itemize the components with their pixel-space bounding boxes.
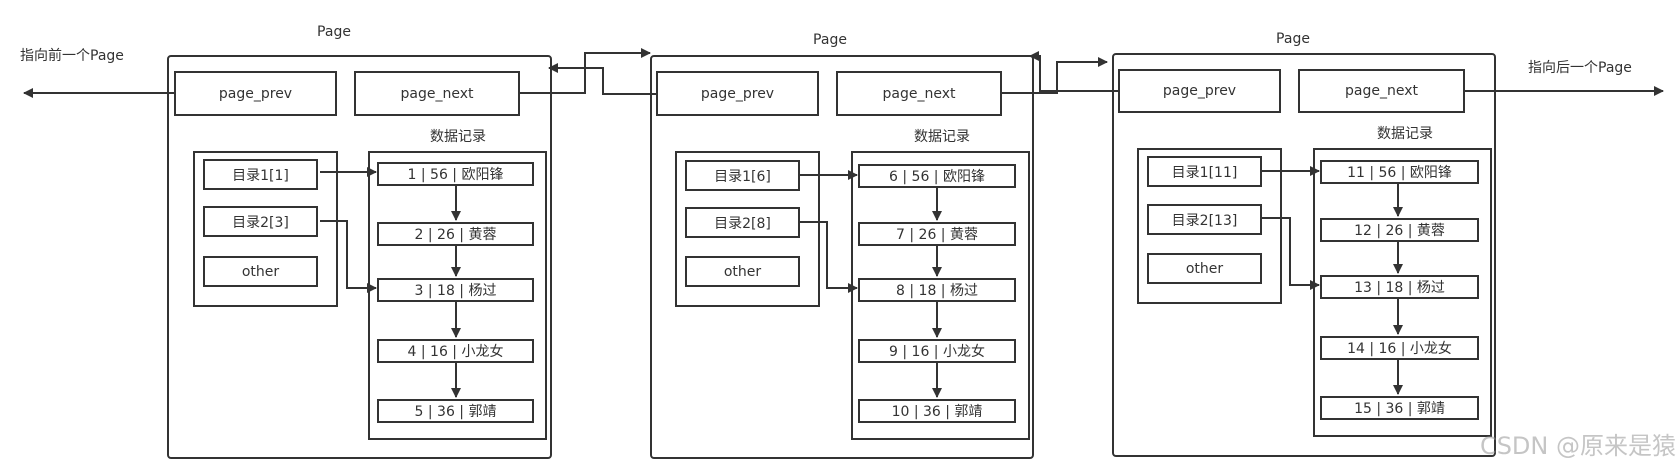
record-row: 2 | 26 | 黄蓉 <box>377 222 534 246</box>
page1-next-to-page2-arrow <box>520 48 651 94</box>
page-next-field: page_next <box>1298 69 1465 113</box>
page-prev-field: page_prev <box>1118 69 1281 113</box>
record-row: 11 | 56 | 欧阳锋 <box>1320 160 1479 184</box>
record-row: 8 | 18 | 杨过 <box>858 278 1016 302</box>
page-2-arrows <box>800 170 942 398</box>
records-title: 数据记录 <box>430 129 486 145</box>
records-frame <box>368 151 547 440</box>
directory-other-slot: other <box>203 256 318 287</box>
watermark: CSDN @原来是猿 <box>1479 432 1676 460</box>
page-title: Page <box>1276 31 1310 47</box>
directory-frame <box>193 151 338 307</box>
dir2-to-record3-arrow <box>320 220 377 293</box>
directory-slot: 目录1[1] <box>203 159 318 190</box>
page3-prev-to-page2-arrow <box>1029 51 1118 92</box>
record-row: 6 | 56 | 欧阳锋 <box>858 164 1016 188</box>
record-row: 13 | 18 | 杨过 <box>1320 275 1479 299</box>
directory-slot: 目录1[6] <box>685 160 800 191</box>
next-page-pointer-label: 指向后一个Page <box>1528 60 1632 76</box>
page-next-field: page_next <box>354 71 520 116</box>
records-frame <box>1313 148 1492 437</box>
page2-next-to-page3-arrow <box>1002 57 1108 94</box>
directory-slot: 目录2[3] <box>203 206 318 237</box>
page-title: Page <box>813 32 847 48</box>
page-prev-field: page_prev <box>656 71 819 116</box>
page-1-arrows <box>320 167 461 398</box>
directory-slot: 目录2[8] <box>685 207 800 238</box>
records-title: 数据记录 <box>914 129 970 145</box>
directory-other-slot: other <box>685 256 800 287</box>
page-next-field: page_next <box>836 71 1002 116</box>
page2-prev-to-page1-arrow <box>548 63 656 95</box>
record-row: 4 | 16 | 小龙女 <box>377 339 534 363</box>
record-row: 14 | 16 | 小龙女 <box>1320 336 1479 360</box>
page-links <box>23 48 1664 98</box>
directory-slot: 目录2[13] <box>1147 204 1262 235</box>
directory-slot: 目录1[11] <box>1147 156 1262 187</box>
page-3-arrows <box>1262 166 1403 395</box>
record-row: 5 | 36 | 郭靖 <box>377 399 534 423</box>
page-title: Page <box>317 24 351 40</box>
directory-frame <box>675 151 820 307</box>
prev-page-pointer-label: 指向前一个Page <box>20 48 124 64</box>
record-row: 9 | 16 | 小龙女 <box>858 339 1016 363</box>
dir2-to-record8-arrow <box>800 221 858 293</box>
page-frame <box>1112 53 1496 457</box>
record-row: 7 | 26 | 黄蓉 <box>858 222 1016 246</box>
directory-other-slot: other <box>1147 253 1262 284</box>
records-title: 数据记录 <box>1377 126 1433 142</box>
record-row: 12 | 26 | 黄蓉 <box>1320 218 1479 242</box>
record-row: 15 | 36 | 郭靖 <box>1320 396 1479 420</box>
page-prev-field: page_prev <box>174 71 337 116</box>
record-row: 3 | 18 | 杨过 <box>377 278 534 302</box>
directory-frame <box>1137 148 1282 304</box>
dir2-to-record13-arrow <box>1262 217 1320 290</box>
records-frame <box>851 151 1030 440</box>
record-row: 10 | 36 | 郭靖 <box>858 399 1016 423</box>
record-row: 1 | 56 | 欧阳锋 <box>377 162 534 186</box>
page-frame <box>650 55 1034 459</box>
page-frame <box>167 55 552 459</box>
